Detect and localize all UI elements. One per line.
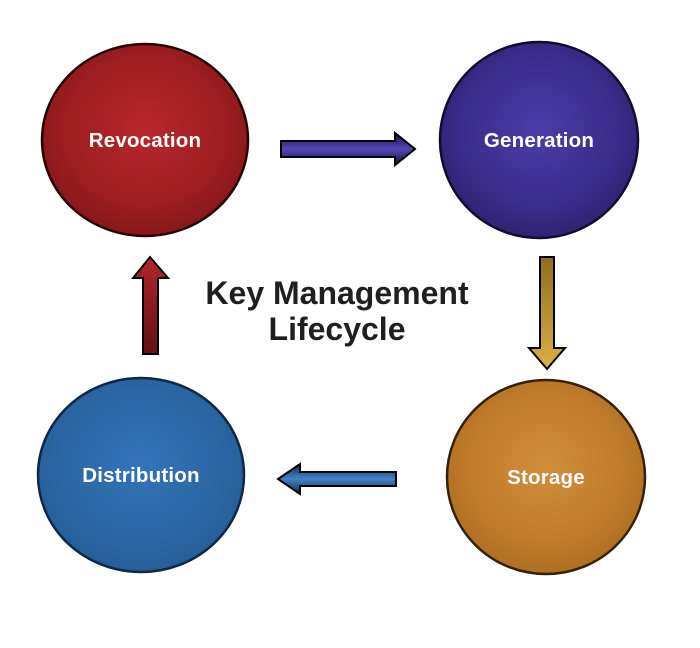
node-label-revocation: Revocation [89,129,202,152]
node-label-storage: Storage [507,466,585,489]
node-generation [438,40,640,240]
arrow-generation-to-storage-icon [526,256,568,371]
arrow-revocation-to-generation-icon [280,130,417,168]
node-label-generation: Generation [484,129,594,152]
arrow-storage-to-distribution-icon [276,462,397,496]
node-revocation [40,42,250,238]
node-distribution [36,376,246,574]
arrow-distribution-to-revocation-icon [130,255,171,355]
node-storage [445,378,647,576]
diagram-title-line1: Key Management [205,275,469,311]
node-label-distribution: Distribution [82,464,199,487]
diagram-title-line2: Lifecycle [269,311,406,347]
